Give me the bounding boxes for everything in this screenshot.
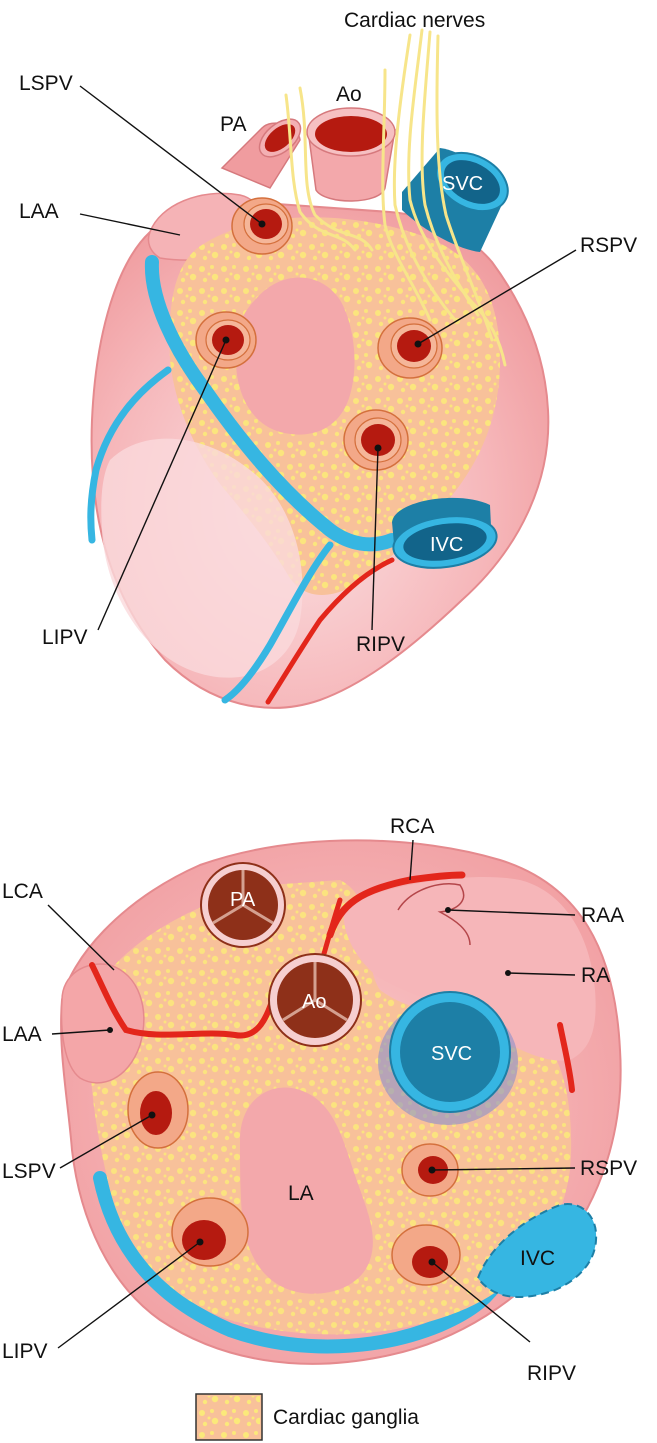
label-lspv-base: LSPV <box>2 1160 56 1183</box>
label-pa-top: PA <box>220 113 246 136</box>
label-lipv-base: LIPV <box>2 1340 48 1363</box>
label-laa-top: LAA <box>19 200 59 223</box>
label-rspv-base: RSPV <box>580 1157 637 1180</box>
superior-heart-view: RCA LCA PA RAA RA Ao LAA SVC LSPV LA RSP… <box>2 815 637 1385</box>
label-lipv-top: LIPV <box>42 626 88 649</box>
label-ripv-base: RIPV <box>527 1362 576 1385</box>
rspv-dot-top <box>415 341 422 348</box>
label-svc-top: SVC <box>442 173 483 195</box>
ripv-dot-base <box>429 1259 436 1266</box>
label-lca: LCA <box>2 880 43 903</box>
legend-swatch-dots <box>198 1396 260 1438</box>
label-ao-top: Ao <box>336 83 362 106</box>
lipv-dot-base <box>197 1239 204 1246</box>
lspv-vessel-base <box>128 1072 188 1148</box>
label-la: LA <box>288 1182 314 1205</box>
label-svc-base: SVC <box>431 1043 472 1065</box>
laa-dot-base <box>107 1027 113 1033</box>
legend-label: Cardiac ganglia <box>273 1406 419 1429</box>
label-ivc-top: IVC <box>430 534 463 556</box>
rspv-vessel-top <box>378 318 442 378</box>
label-cardiac-nerves: Cardiac nerves <box>344 9 485 32</box>
rspv-dot-base <box>429 1167 436 1174</box>
label-laa-base: LAA <box>2 1023 42 1046</box>
label-ra: RA <box>581 964 610 987</box>
label-pa-base: PA <box>230 889 256 911</box>
label-ao-base: Ao <box>302 991 326 1013</box>
label-ivc-base: IVC <box>520 1247 555 1270</box>
label-raa: RAA <box>581 904 624 927</box>
lipv-dot-top <box>223 337 230 344</box>
label-lspv-top: LSPV <box>19 72 73 95</box>
legend: Cardiac ganglia <box>196 1394 419 1440</box>
ripv-dot-top <box>375 445 382 452</box>
posterior-heart-view: Cardiac nerves Ao PA LSPV LAA SVC RSPV I… <box>19 9 637 708</box>
lspv-dot-top <box>259 221 266 228</box>
raa-dot-base <box>445 907 451 913</box>
label-ripv-top: RIPV <box>356 633 405 656</box>
label-rca: RCA <box>390 815 434 838</box>
ra-dot-base <box>505 970 511 976</box>
lipv-vessel-base <box>172 1198 248 1266</box>
label-rspv-top: RSPV <box>580 234 637 257</box>
ripv-vessel-top <box>344 410 408 470</box>
lspv-dot-base <box>149 1112 156 1119</box>
